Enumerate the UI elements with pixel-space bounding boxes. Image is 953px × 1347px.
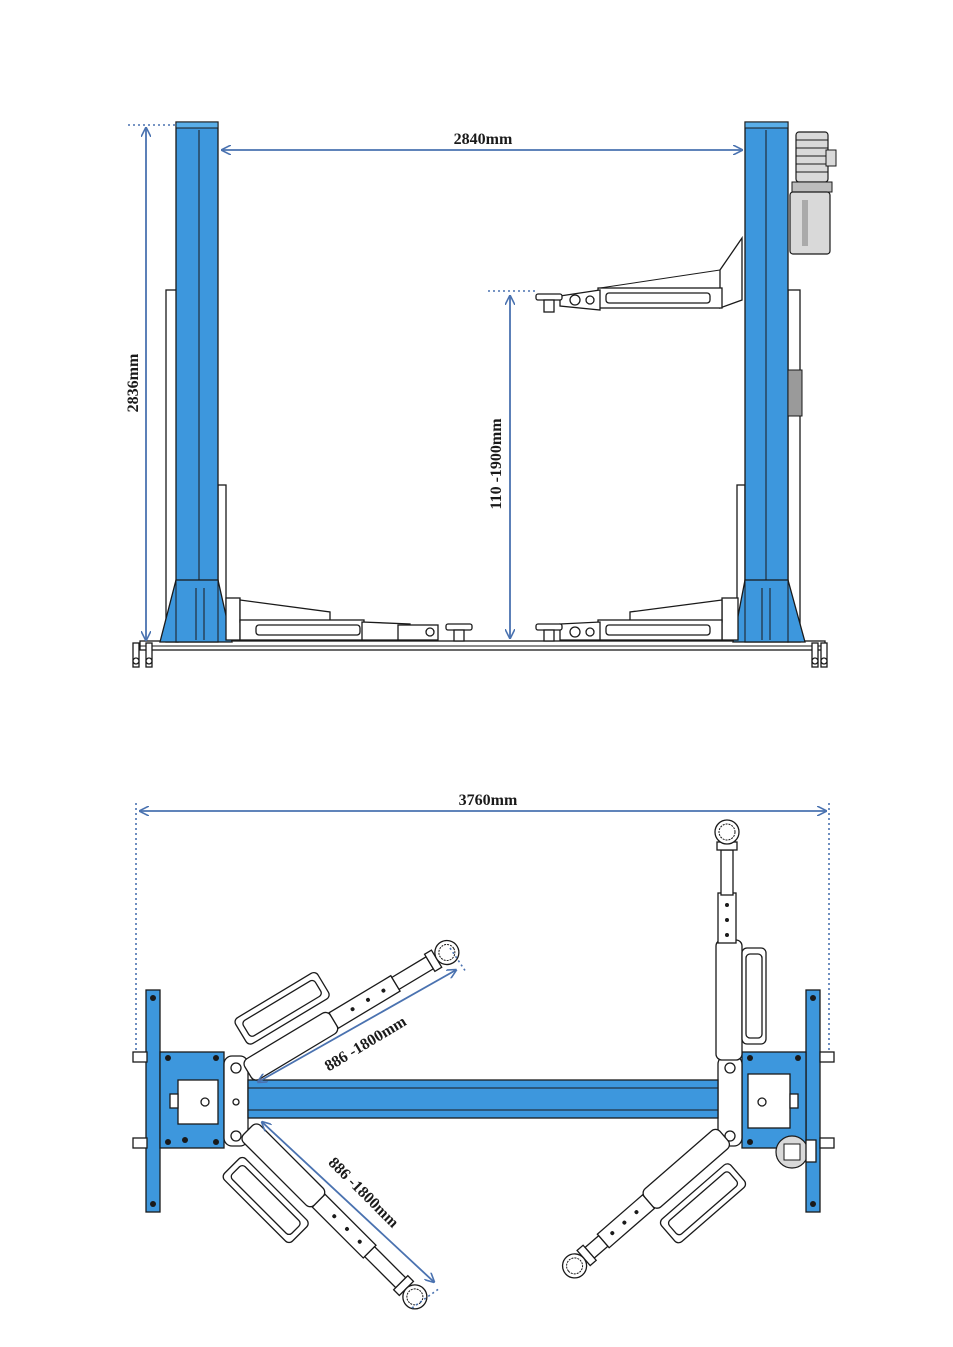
arm-reach-upper-dimension-line xyxy=(258,970,456,1082)
height-label: 2836mm xyxy=(125,353,142,412)
front-view: 2840mm 2836mm 110 -1900mm xyxy=(125,121,837,668)
lowered-arm-right xyxy=(535,597,739,642)
overall-width-label: 3760mm xyxy=(459,792,518,809)
control-box xyxy=(787,369,803,417)
raised-arm-assembly xyxy=(535,235,743,313)
arm-lower-left xyxy=(222,1123,428,1310)
arm-lower-right xyxy=(561,1128,747,1279)
lowered-arm-left xyxy=(225,597,473,642)
left-base-plate xyxy=(145,989,161,1213)
width-label: 2840mm xyxy=(454,131,513,148)
arm-reach-lower-dimension-line xyxy=(262,1122,434,1282)
left-column xyxy=(175,121,219,643)
top-view: 3760mm xyxy=(132,792,835,1310)
power-unit xyxy=(789,131,837,255)
anchor-bolts-left xyxy=(132,642,153,668)
right-base-plate xyxy=(805,989,821,1213)
lift-range-label: 110 -1900mm xyxy=(488,418,505,510)
oil-tank xyxy=(789,191,831,255)
floor-beam xyxy=(247,1079,719,1119)
arm-upper-right xyxy=(714,819,767,1061)
anchor-bolts-right xyxy=(811,642,828,668)
